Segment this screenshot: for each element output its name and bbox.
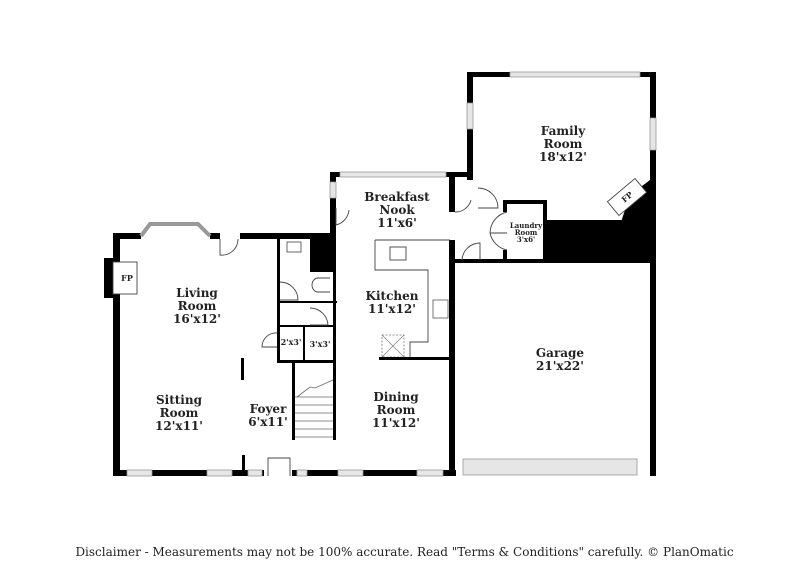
stove-icon — [432, 299, 449, 319]
svg-text:12'x11': 12'x11' — [155, 419, 203, 433]
wall — [277, 325, 334, 327]
room-label-foyer: Foyer 6'x11' — [248, 402, 288, 429]
sink-icon — [286, 241, 302, 253]
svg-text:16'x12': 16'x12' — [173, 312, 221, 326]
svg-text:Living: Living — [176, 286, 218, 300]
window — [416, 469, 444, 477]
svg-text:18'x12': 18'x12' — [539, 150, 587, 164]
wall — [333, 238, 336, 440]
door[interactable] — [309, 307, 329, 326]
wall — [503, 250, 507, 262]
room-label-laundry-room: Laundry Room 3'x6' — [510, 221, 543, 244]
window — [126, 469, 153, 477]
window — [206, 469, 233, 477]
wall-fill — [310, 238, 336, 272]
garage-door[interactable] — [462, 458, 638, 476]
wall — [650, 72, 656, 476]
wall — [277, 360, 336, 363]
wall — [240, 233, 336, 239]
wall — [292, 362, 295, 440]
svg-text:11'x12': 11'x12' — [372, 416, 420, 430]
window — [649, 117, 657, 151]
door[interactable] — [489, 232, 508, 251]
door[interactable] — [461, 242, 481, 261]
kitchen-sink-icon — [389, 246, 407, 261]
window — [329, 181, 337, 199]
wall — [277, 238, 280, 361]
wall — [113, 233, 141, 239]
bay-window — [139, 222, 212, 238]
wall — [449, 172, 455, 212]
door[interactable] — [219, 238, 239, 256]
svg-text:FP: FP — [121, 273, 133, 283]
door[interactable] — [489, 211, 508, 234]
fireplace-living — [112, 261, 138, 295]
window — [466, 102, 474, 130]
svg-text:21'x22': 21'x22' — [536, 359, 584, 373]
svg-text:3'x3': 3'x3' — [310, 339, 331, 349]
svg-text:Room: Room — [178, 299, 217, 313]
svg-text:3'x6': 3'x6' — [517, 235, 535, 244]
kitchen-counter — [374, 239, 450, 358]
svg-text:Nook: Nook — [379, 203, 415, 217]
wall — [210, 233, 220, 239]
pantry — [381, 334, 405, 358]
front-door[interactable] — [267, 457, 291, 476]
staircase[interactable] — [295, 379, 334, 438]
svg-text:2'x3': 2'x3' — [281, 337, 302, 347]
svg-text:Family: Family — [541, 124, 586, 138]
wall-fill — [545, 220, 651, 262]
wall — [449, 172, 473, 177]
window — [339, 171, 447, 178]
room-label-family-room: Family Room 18'x12' — [539, 124, 587, 164]
svg-text:11'x12': 11'x12' — [368, 302, 416, 316]
room-label-breakfast-nook: Breakfast Nook 11'x6' — [364, 190, 430, 230]
wall — [330, 172, 336, 240]
wall — [503, 200, 507, 212]
wall — [503, 200, 547, 204]
svg-text:Room: Room — [377, 403, 416, 417]
wall — [113, 233, 120, 476]
window — [337, 469, 364, 477]
svg-text:6'x11': 6'x11' — [248, 415, 288, 429]
wall-fill — [545, 180, 650, 225]
door[interactable] — [454, 199, 472, 213]
door[interactable] — [261, 332, 278, 348]
wall — [303, 325, 305, 362]
svg-text:Room: Room — [160, 406, 199, 420]
room-label-dining-room: Dining Room 11'x12' — [372, 390, 420, 430]
svg-text:Kitchen: Kitchen — [366, 289, 419, 303]
disclaimer: Disclaimer - Measurements may not be 100… — [75, 545, 734, 559]
fireplace-family: FP — [606, 177, 648, 217]
svg-text:Laundry: Laundry — [510, 221, 543, 230]
room-label-kitchen: Kitchen 11'x12' — [366, 289, 419, 316]
svg-text:11'x6': 11'x6' — [377, 216, 417, 230]
front-door-gap — [264, 469, 292, 477]
window — [509, 71, 641, 78]
svg-text:Foyer: Foyer — [250, 402, 287, 416]
door[interactable] — [279, 281, 299, 301]
wall — [455, 259, 650, 263]
door[interactable] — [335, 208, 350, 226]
svg-text:Sitting: Sitting — [156, 393, 203, 407]
room-label-living-room: Living Room 16'x12' — [173, 286, 221, 326]
wall — [277, 301, 337, 303]
wall — [449, 240, 455, 476]
wall — [242, 455, 245, 471]
room-label-garage: Garage 21'x22' — [536, 346, 585, 373]
svg-text:Room: Room — [544, 137, 583, 151]
svg-text:Garage: Garage — [536, 346, 585, 360]
door[interactable] — [477, 187, 499, 209]
wall — [241, 358, 244, 380]
svg-text:Dining: Dining — [373, 390, 419, 404]
wall — [543, 200, 547, 262]
wall — [379, 357, 451, 360]
window — [247, 469, 263, 477]
room-label-sitting-room: Sitting Room 12'x11' — [155, 393, 203, 433]
svg-text:Breakfast: Breakfast — [364, 190, 430, 204]
svg-text:Room: Room — [515, 228, 538, 237]
window — [296, 469, 308, 477]
toilet-icon — [311, 277, 330, 293]
